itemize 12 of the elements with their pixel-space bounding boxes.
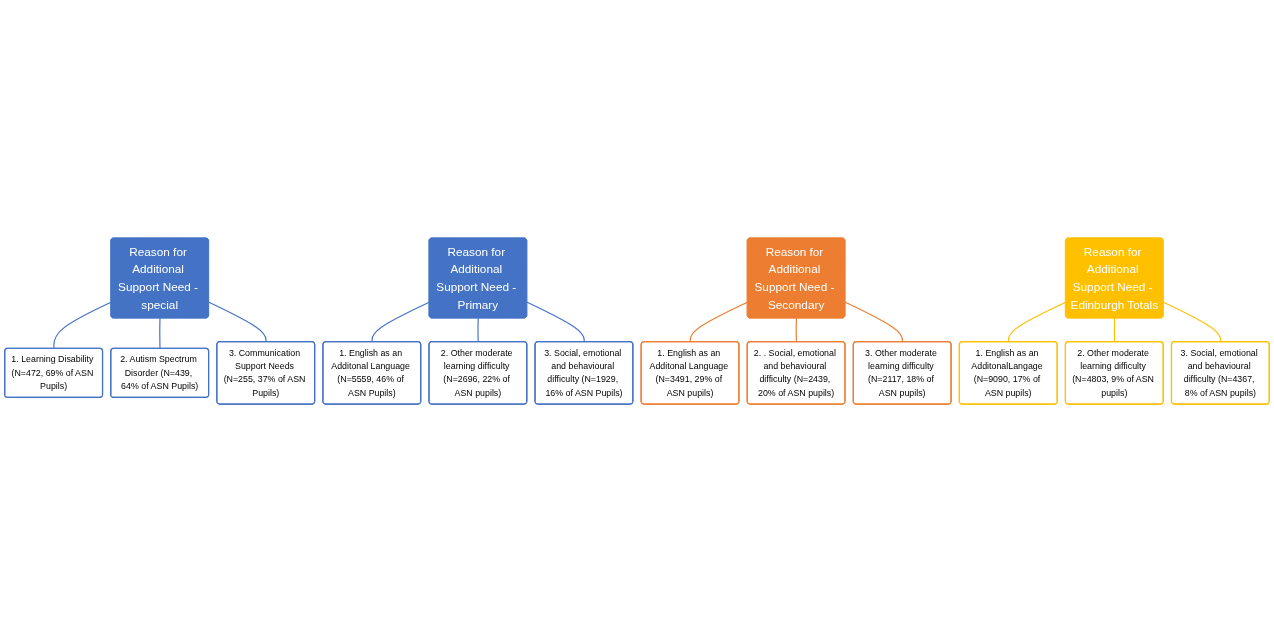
connector <box>53 301 112 350</box>
connector <box>371 301 430 343</box>
connector <box>477 317 479 343</box>
connector <box>1113 317 1116 343</box>
connector <box>208 301 267 343</box>
connector <box>159 317 161 350</box>
connector <box>1162 301 1222 343</box>
connector <box>689 301 749 343</box>
connector <box>795 317 797 343</box>
connector <box>526 301 585 343</box>
connector <box>1007 301 1067 343</box>
connector <box>844 301 904 343</box>
